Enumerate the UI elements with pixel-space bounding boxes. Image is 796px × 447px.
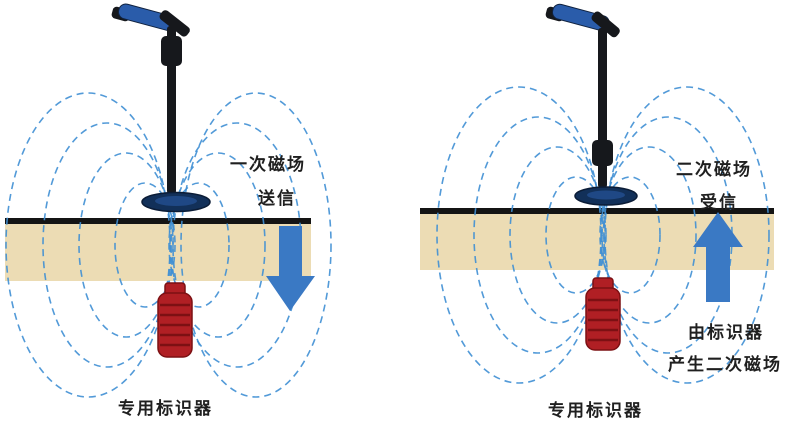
detector-icon: [111, 3, 211, 213]
left-panel: [5, 3, 332, 398]
right-panel: [420, 3, 774, 384]
ground-line: [5, 218, 311, 224]
right-field-label-line1: 二次磁场: [676, 160, 752, 180]
down-arrow-icon: [266, 226, 315, 311]
left-field-label-line2: 送信: [258, 189, 296, 209]
detector-icon: [545, 3, 638, 206]
left-field-label-line1: 一次磁场: [230, 155, 306, 175]
right-source-label-line2: 产生二次磁场: [668, 355, 782, 375]
right-source-label-line1: 由标识器: [688, 323, 764, 343]
right-marker-label: 专用标识器: [548, 401, 643, 421]
ground-line: [420, 208, 774, 214]
marker-icon: [157, 282, 193, 358]
soil-layer: [5, 224, 311, 281]
right-field-label-line2: 受信: [700, 193, 738, 213]
left-marker-label: 专用标识器: [118, 399, 213, 419]
field-lines: [436, 86, 770, 384]
field-lines: [5, 92, 332, 398]
up-arrow-icon: [693, 212, 743, 302]
marker-icon: [585, 277, 621, 351]
